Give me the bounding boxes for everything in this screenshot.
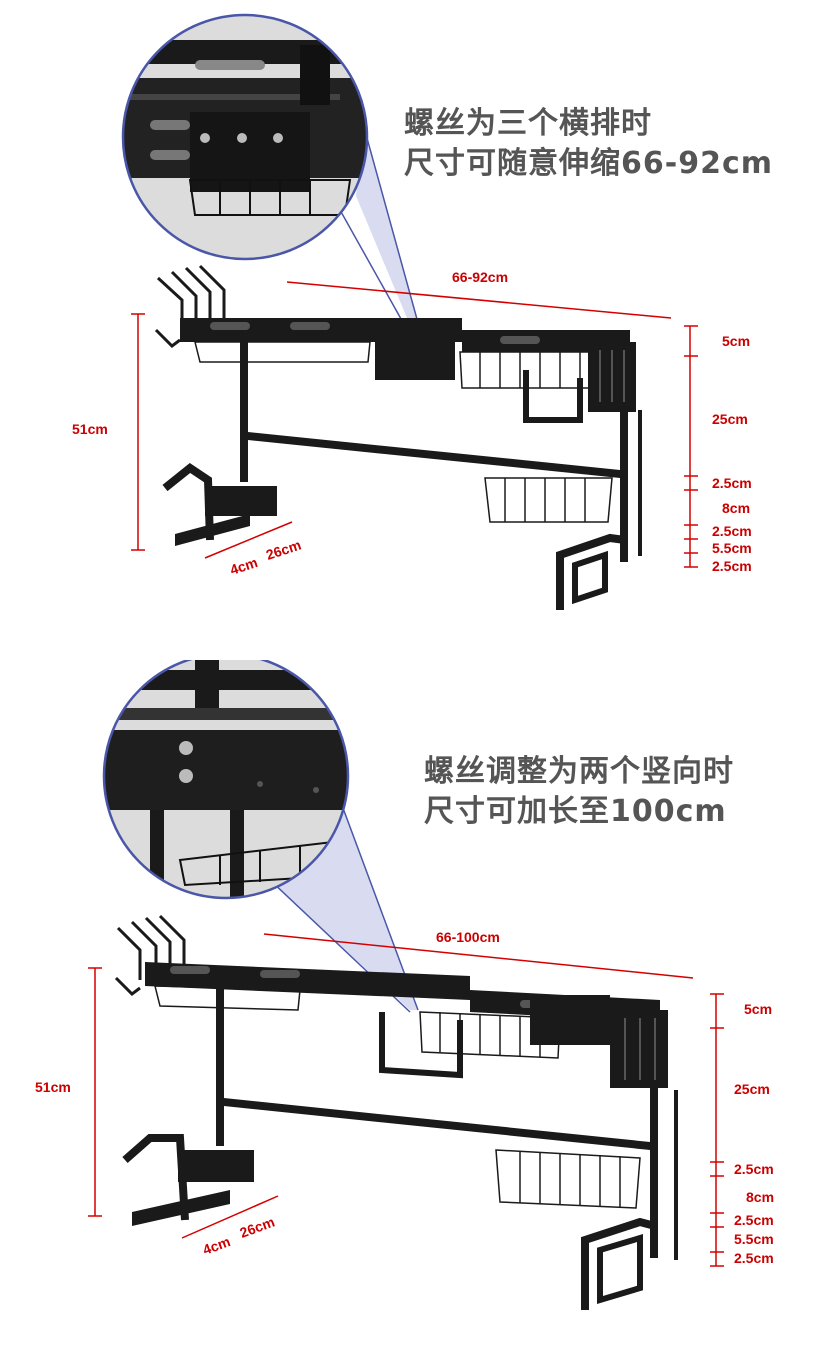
- zoom-ring: [102, 660, 350, 900]
- zoom-detail: [123, 15, 367, 259]
- side-dim-0: 5cm: [722, 333, 750, 349]
- rack: [114, 914, 678, 1310]
- width-label: 66-92cm: [452, 269, 508, 285]
- side-dim-1: 25cm: [712, 411, 748, 427]
- side-dim-6: 2.5cm: [734, 1250, 774, 1266]
- zoom-cone: [356, 120, 420, 330]
- caption-line-2: 尺寸可加长至100cm: [424, 794, 727, 829]
- dimension-lines: [131, 281, 698, 568]
- side-dim-0: 5cm: [744, 1001, 772, 1017]
- side-dim-2: 2.5cm: [734, 1161, 774, 1177]
- dimension-lines: [88, 933, 724, 1267]
- side-dim-5: 5.5cm: [734, 1231, 774, 1247]
- side-dim-1: 25cm: [734, 1081, 770, 1097]
- depth-label-b: 26cm: [238, 1214, 277, 1241]
- zoom-line: [361, 119, 421, 331]
- depth-label-a: 4cm: [201, 1233, 233, 1258]
- caption-line-1: 螺丝调整为两个竖向时: [424, 754, 734, 789]
- height-label: 51cm: [72, 421, 108, 437]
- depth-label-a: 4cm: [228, 554, 260, 578]
- rack: [154, 264, 642, 610]
- side-dim-3: 8cm: [722, 500, 750, 516]
- height-label: 51cm: [35, 1079, 71, 1095]
- top-panel: 66-92cm 51cm 4cm 26cm 5cm 25cm 2.5cm 8cm…: [0, 0, 838, 660]
- caption-line-1: 螺丝为三个横排时: [404, 106, 652, 141]
- caption-line-2: 尺寸可随意伸缩66-92cm: [404, 146, 773, 181]
- side-dim-4: 2.5cm: [734, 1212, 774, 1228]
- zoom-line: [339, 209, 411, 336]
- side-dim-6: 2.5cm: [712, 558, 752, 574]
- zoom-ring: [121, 13, 369, 261]
- side-dim-5: 5.5cm: [712, 540, 752, 556]
- zoom-detail: [104, 660, 348, 898]
- depth-label-b: 26cm: [264, 537, 303, 563]
- width-label: 66-100cm: [436, 929, 500, 945]
- bottom-panel: 66-100cm 51cm 4cm 26cm 5cm 25cm 2.5cm 8c…: [0, 660, 838, 1363]
- side-dim-4: 2.5cm: [712, 523, 752, 539]
- bottom-rack-diagram: 66-100cm 51cm 4cm 26cm 5cm 25cm 2.5cm 8c…: [35, 660, 774, 1310]
- side-dim-2: 2.5cm: [712, 475, 752, 491]
- side-dim-3: 8cm: [746, 1189, 774, 1205]
- top-rack-diagram: 66-92cm 51cm 4cm 26cm 5cm 25cm 2.5cm 8cm…: [72, 13, 752, 610]
